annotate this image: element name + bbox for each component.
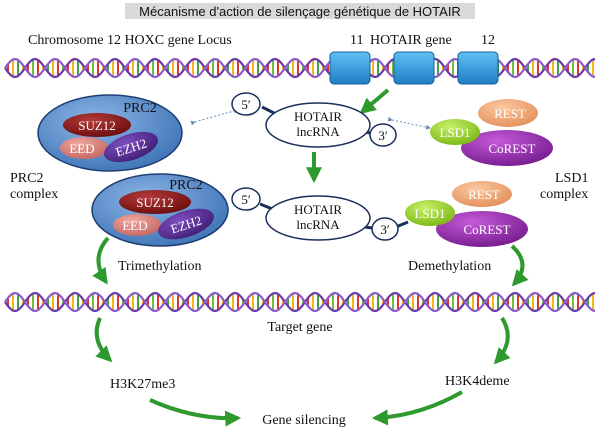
lsd1-complex-mid: REST CoREST LSD1	[405, 181, 528, 247]
prc2-binding-arrow	[190, 108, 239, 126]
corest-label: CoREST	[464, 222, 511, 237]
page-title: Mécanisme d'action de silençage génétiqu…	[139, 4, 461, 19]
lsd1-label: LSD1	[414, 206, 445, 221]
gene-11-box	[329, 51, 371, 85]
five-prime-label: 5′	[241, 192, 251, 207]
lsd1-complex-label-1: LSD1	[555, 171, 588, 186]
transcription-arrow	[359, 88, 390, 115]
corest-label: CoREST	[489, 141, 536, 156]
lsd1-complex-label-2: complex	[540, 187, 588, 202]
suz12-subunit	[119, 190, 191, 214]
three-prime-end	[371, 217, 399, 241]
three-prime-label: 3′	[380, 222, 390, 237]
hotair-lncrna-mid: 5′ HOTAIR lncRNA 3′	[231, 187, 409, 241]
prc2-complex-label-2: complex	[10, 187, 58, 202]
suz12-subunit	[63, 113, 131, 137]
demethylation-arrow	[510, 244, 529, 287]
lncrna-line1: HOTAIR	[294, 202, 342, 217]
corest-subunit	[461, 130, 553, 166]
h3k27me3-label: H3K27me3	[110, 377, 175, 392]
lsd1-complex-top: REST CoREST LSD1	[430, 99, 553, 166]
suz12-label: SUZ12	[136, 195, 174, 210]
lncrna-body	[265, 195, 371, 241]
three-prime-end	[369, 123, 397, 147]
rest-label: REST	[468, 187, 500, 202]
hotair-lncrna-top: 5′ HOTAIR lncRNA 3′	[231, 92, 397, 148]
suz12-label: SUZ12	[78, 118, 116, 133]
prc2-title: PRC2	[169, 178, 202, 193]
five-prime-label: 5′	[241, 97, 251, 112]
five-prime-end	[231, 187, 261, 211]
eed-label: EED	[69, 141, 94, 156]
lncrna-line2: lncRNA	[296, 217, 340, 232]
h3k27me3-to-silencing-arrow	[149, 398, 242, 427]
three-prime-label: 3′	[378, 128, 388, 143]
dna-strand	[4, 291, 596, 313]
h3k4deme-to-silencing-arrow	[371, 390, 463, 426]
lsd1-binding-arrow	[387, 116, 431, 130]
eed-label: EED	[122, 218, 147, 233]
lsd1-subunit	[430, 119, 480, 145]
to-h3k27me3-arrow	[94, 317, 113, 363]
corest-subunit	[436, 211, 528, 247]
eed-subunit	[60, 137, 108, 159]
eed-subunit	[113, 214, 161, 236]
five-prime-end	[231, 92, 261, 116]
dna-helix-target	[4, 291, 596, 313]
prc2-complex-label-1: PRC2	[10, 171, 43, 186]
rest-label: REST	[494, 106, 526, 121]
ezh2-subunit	[104, 131, 158, 163]
dna-helix-top	[4, 57, 596, 79]
lsd1-label: LSD1	[439, 125, 470, 140]
h3k4deme-label: H3K4deme	[445, 374, 510, 389]
rest-subunit	[478, 99, 538, 127]
gene-silencing-label: Gene silencing	[262, 413, 346, 428]
prc2-complex-mid: PRC2 SUZ12 EED EZH2	[91, 173, 229, 247]
rest-subunit	[452, 181, 512, 207]
hotair-gene-box	[393, 51, 435, 85]
hotair-gene-label: HOTAIR gene	[370, 33, 452, 48]
lncrna-line2: lncRNA	[296, 124, 340, 139]
prc2-title: PRC2	[123, 101, 156, 116]
gene-12-label: 12	[481, 33, 495, 48]
lncrna-body	[265, 102, 371, 148]
locus-label: Chromosome 12 HOXC gene Locus	[28, 33, 232, 48]
dna-strand	[4, 291, 596, 313]
ezh2-subunit	[158, 208, 214, 240]
target-gene-label: Target gene	[267, 320, 332, 335]
trimethylation-label: Trimethylation	[118, 259, 202, 274]
demethylation-label: Demethylation	[408, 259, 491, 274]
lncrna-line1: HOTAIR	[294, 109, 342, 124]
gene-11-label: 11	[350, 33, 363, 48]
lsd1-subunit	[405, 200, 455, 226]
trimethylation-arrow	[92, 236, 110, 285]
title-banner	[125, 3, 475, 19]
gene-12-box	[457, 51, 499, 85]
prc2-complex-top: PRC2 SUZ12 EED EZH2	[37, 94, 183, 172]
to-h3k4deme-arrow	[493, 316, 511, 365]
